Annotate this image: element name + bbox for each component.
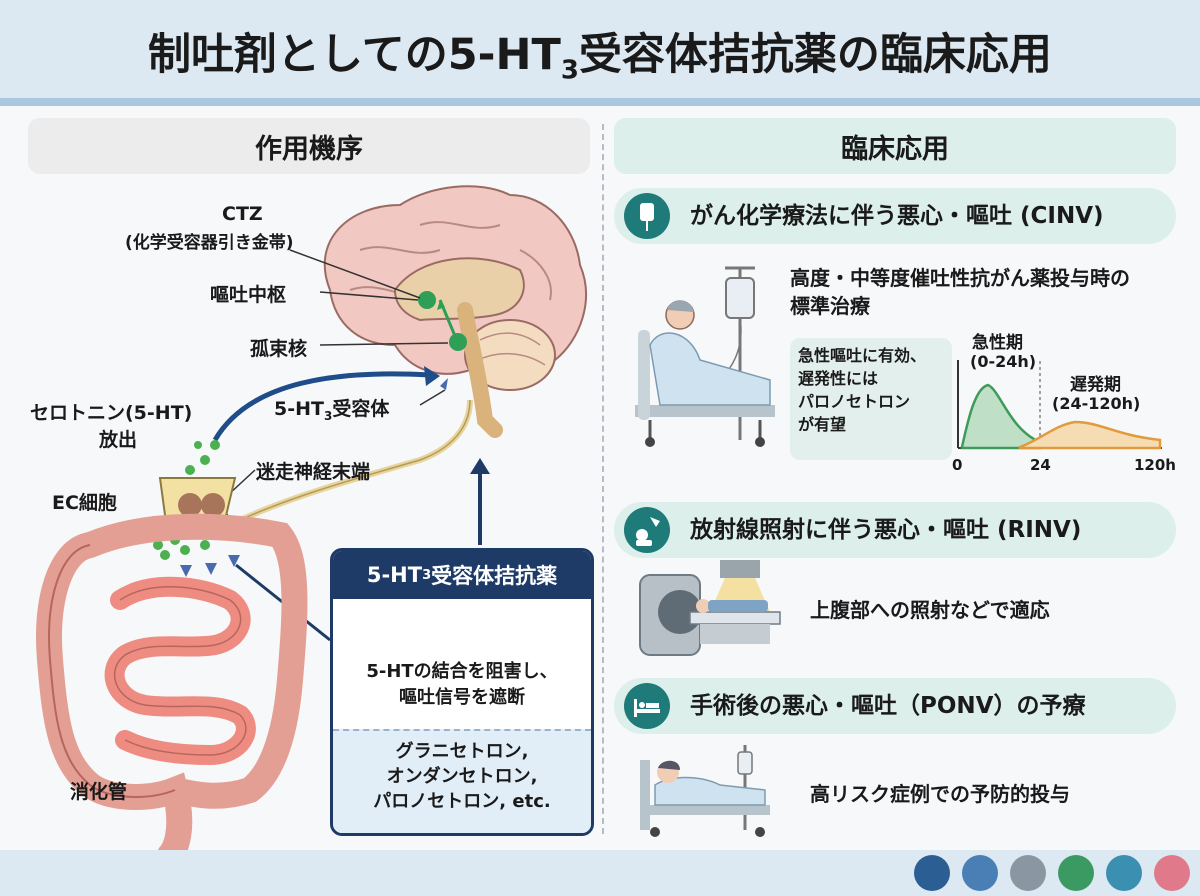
title-subscript: 3 (560, 55, 579, 86)
clinical-panel: 臨床応用 がん化学療法に伴う悪心・嘔吐 (CINV) 高度・中等度催吐性抗がん薬… (614, 118, 1176, 840)
receptor-label: 5-HT3受容体 (274, 394, 389, 423)
vomiting-center-dot (418, 291, 436, 309)
vomiting-center-label: 嘔吐中枢 (210, 284, 287, 306)
clinical-section-title: 臨床応用 (614, 118, 1176, 174)
page-title: 制吐剤としての5-HT3受容体拮抗薬の臨床応用 (0, 20, 1200, 86)
cinv-note-2: 遅発性には (798, 369, 879, 388)
ctz-full-label: (化学受容器引き金帯) (125, 233, 294, 253)
mechanism-panel: 作用機序 (28, 118, 593, 840)
drug-description: 5-HTの結合を阻害し、 嘔吐信号を遮断 (333, 659, 591, 711)
cinv-note-1: 急性嘔吐に有効、 (798, 346, 927, 365)
delayed-phase-label-1: 遅発期 (1070, 375, 1121, 395)
delayed-phase-label-2: (24-120h) (1052, 394, 1141, 413)
cinv-note-3: パロノセトロン (798, 392, 911, 411)
cinv-note-box: 急性嘔吐に有効、 遅発性には パロノセトロン が有望 (790, 338, 952, 460)
footer-bar (0, 850, 1200, 896)
syringe-icon (1058, 855, 1094, 891)
cinv-text-2: 標準治療 (790, 294, 870, 318)
ec-cell-label: EC細胞 (52, 492, 117, 514)
header-bar (0, 0, 1200, 98)
brain-illustration (323, 185, 587, 438)
id-card-icon (962, 855, 998, 891)
chemo-patient-illustration (635, 266, 775, 447)
brain-bulb-icon (1154, 855, 1190, 891)
column-divider (602, 124, 604, 834)
mechanism-section-title: 作用機序 (28, 118, 590, 174)
title-tail: 受容体拮抗薬の臨床応用 (578, 30, 1052, 80)
cinv-note-4: が有望 (798, 415, 847, 434)
drug-title-tail: 受容体拮抗薬 (431, 564, 558, 588)
cinv-text-1: 高度・中等度催吐性抗がん薬投与時の (790, 266, 1130, 290)
rinv-header: 放射線照射に伴う悪心・嘔吐 (RINV) (614, 502, 1176, 558)
vagal-nerve-label: 迷走神経末端 (256, 461, 371, 483)
signal-arrow (212, 371, 431, 442)
drug-title-main: 5-HT (366, 563, 423, 587)
drug-example-2: オンダンセトロン, (386, 766, 538, 787)
person-icon (1106, 855, 1142, 891)
header-divider (0, 98, 1200, 106)
drug-example-1: グラニセトロン, (395, 741, 529, 762)
rinv-text: 上腹部への照射などで適応 (810, 598, 1050, 622)
tick-0: 0 (952, 456, 963, 474)
radiation-icon (624, 507, 670, 553)
cinv-phase-chart (957, 358, 1162, 450)
ponv-text: 高リスク症例での予防的投与 (810, 782, 1070, 806)
gut-label: 消化管 (70, 781, 128, 803)
drug-example-3: パロノセトロン, etc. (373, 791, 551, 812)
drug-desc-line-2: 嘔吐信号を遮断 (399, 687, 525, 708)
receptor-main: 5-HT (274, 398, 324, 420)
serotonin-release-label-2: 放出 (99, 429, 138, 451)
postop-patient-illustration (640, 745, 770, 837)
nts-dot (449, 333, 467, 351)
intestine-illustration (36, 513, 308, 868)
receptor-sub: 3 (323, 408, 333, 423)
hospital-bed-icon (624, 683, 670, 729)
cinv-title: がん化学療法に伴う悪心・嘔吐 (CINV) (690, 203, 1104, 229)
doctor-icon (914, 855, 950, 891)
title-main: 制吐剤としての5-HT (148, 30, 561, 80)
acute-phase-label-2: (0-24h) (970, 352, 1037, 371)
tick-24: 24 (1030, 456, 1051, 474)
ponv-header: 手術後の悪心・嘔吐（PONV）の予療 (614, 678, 1176, 734)
cinv-description: 高度・中等度催吐性抗がん薬投与時の 標準治療 (790, 264, 1130, 320)
cinv-header: がん化学療法に伴う悪心・嘔吐 (CINV) (614, 188, 1176, 244)
clipboard-icon (1010, 855, 1046, 891)
drug-examples: グラニセトロン, オンダンセトロン, パロノセトロン, etc. (333, 729, 591, 833)
delayed-phase-curve (1018, 420, 1162, 450)
serotonin-release-label-1: セロトニン(5-HT) (30, 402, 193, 424)
acute-phase-label-1: 急性期 (972, 333, 1023, 353)
ctz-label: CTZ (222, 203, 263, 225)
drug-desc-line-1: 5-HTの結合を阻害し、 (366, 661, 558, 682)
drug-title-sub: 3 (422, 567, 432, 583)
tick-120h: 120h (1134, 456, 1176, 474)
ponv-title: 手術後の悪心・嘔吐（PONV）の予療 (690, 693, 1086, 719)
rinv-title: 放射線照射に伴う悪心・嘔吐 (RINV) (690, 517, 1082, 543)
radiation-machine-illustration (639, 560, 781, 656)
iv-bag-icon (624, 193, 670, 239)
receptor-tail: 受容体 (332, 398, 390, 420)
nts-label: 孤束核 (250, 338, 308, 360)
